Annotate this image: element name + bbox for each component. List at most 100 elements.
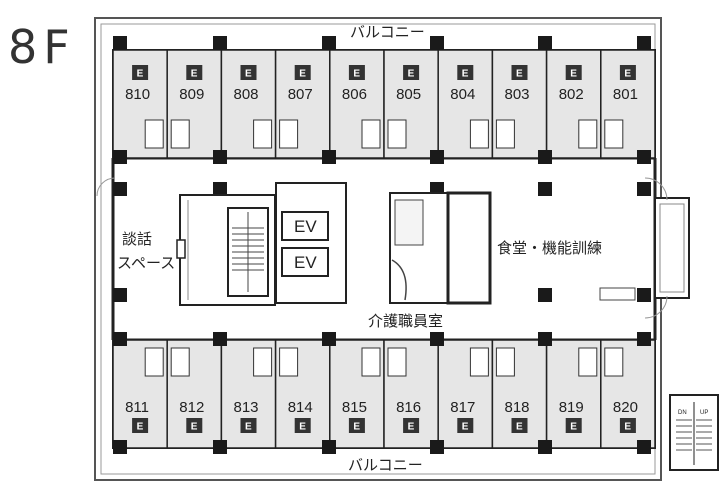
room-814-toilet-icon: [279, 347, 299, 377]
room-817-badge-icon: [457, 418, 474, 433]
column: [113, 182, 127, 196]
room-number: 807: [288, 86, 313, 103]
column: [430, 150, 444, 164]
room-badge-label: E: [299, 422, 306, 433]
room-number: 814: [288, 399, 313, 416]
room-804-badge-icon: [457, 65, 474, 80]
right-door-arc-2: [644, 295, 668, 319]
room-807-badge-icon: [294, 65, 311, 80]
room-811-badge-icon: [132, 418, 149, 433]
column: [637, 440, 651, 454]
column: [538, 288, 552, 302]
room-badge-label: E: [408, 422, 415, 433]
lounge-label-line1: 談話: [122, 230, 152, 248]
room-820-toilet-icon: [604, 347, 624, 377]
room-812-toilet-icon: [170, 347, 190, 377]
ramp-curve: [391, 259, 407, 301]
room-number: 803: [505, 86, 530, 103]
room-badge-label: E: [624, 422, 631, 433]
room-813-badge-icon: [240, 418, 257, 433]
room-814-badge-icon: [294, 418, 311, 433]
room-803-toilet-icon: [495, 119, 515, 149]
room-badge-label: E: [191, 69, 198, 80]
column: [538, 150, 552, 164]
room-number: 806: [342, 86, 367, 103]
room-820-badge-icon: [619, 418, 636, 433]
room-807-toilet-icon: [279, 119, 299, 149]
room-815-badge-icon: [348, 418, 365, 433]
room-814[interactable]: E 814: [274, 339, 331, 449]
room-number: 810: [125, 86, 150, 103]
room-badge-label: E: [408, 69, 415, 80]
elevator-2[interactable]: [281, 247, 329, 277]
room-number: 808: [234, 86, 259, 103]
column: [213, 150, 227, 164]
room-badge-label: E: [570, 422, 577, 433]
right-door-arc: [644, 177, 668, 201]
room-806-badge-icon: [348, 65, 365, 80]
room-818-badge-icon: [511, 418, 528, 433]
structural-columns: [113, 36, 651, 454]
floor-label: 8F: [8, 20, 76, 74]
room-819-toilet-icon: [578, 347, 598, 377]
room-812-badge-icon: [186, 418, 203, 433]
room-819-badge-icon: [565, 418, 582, 433]
stair-treads: [232, 212, 264, 292]
column: [430, 440, 444, 454]
room-802-toilet-icon: [578, 119, 598, 149]
room-811[interactable]: E 811: [112, 339, 168, 449]
room-badge-label: E: [516, 422, 523, 433]
elevator-1[interactable]: [281, 211, 329, 241]
room-808-toilet-icon: [253, 119, 273, 149]
room-801-toilet-icon: [604, 119, 624, 149]
column: [322, 332, 336, 346]
room-number: 817: [450, 399, 475, 416]
staff-wc-inner: [394, 199, 424, 246]
room-817[interactable]: E 817: [437, 339, 494, 449]
right-annex-inner: [659, 203, 685, 293]
room-805-badge-icon: [403, 65, 420, 80]
right-annex: [654, 197, 690, 299]
column: [322, 36, 336, 50]
room-number: 811: [125, 399, 149, 416]
room-802-badge-icon: [565, 65, 582, 80]
room-801-badge-icon: [619, 65, 636, 80]
column: [113, 36, 127, 50]
dining-label: 食堂・機能訓練: [497, 239, 602, 257]
room-badge-label: E: [462, 422, 469, 433]
room-badge-label: E: [137, 422, 144, 433]
room-811-toilet-icon: [144, 347, 164, 377]
room-badge-label: E: [191, 422, 198, 433]
column: [637, 36, 651, 50]
staff-room-label: 介護職員室: [368, 312, 443, 330]
room-badge-label: E: [245, 422, 252, 433]
elevator-core: [275, 182, 347, 304]
room-816-toilet-icon: [387, 347, 407, 377]
column: [213, 440, 227, 454]
column: [430, 36, 444, 50]
room-number: 820: [613, 399, 638, 416]
counter: [599, 287, 636, 301]
column: [322, 440, 336, 454]
stair-up-label: UP: [700, 410, 708, 416]
room-815-toilet-icon: [361, 347, 381, 377]
room-badge-label: E: [462, 69, 469, 80]
room-820[interactable]: E 820: [600, 339, 656, 449]
